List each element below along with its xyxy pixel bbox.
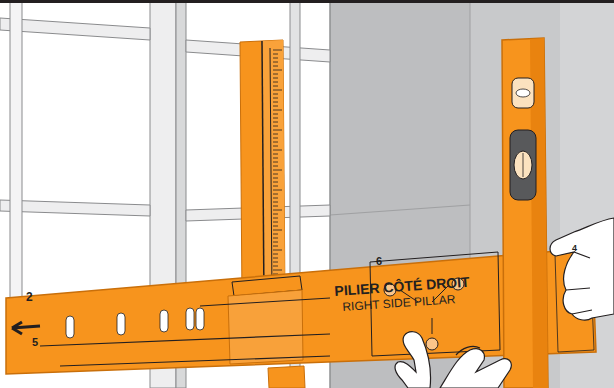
ruler-tick [273, 142, 278, 143]
ruler-tick [273, 206, 278, 207]
spirit-level [502, 38, 548, 388]
ruler-tick [273, 214, 278, 215]
ruler-tick [273, 174, 278, 175]
ruler-tick [273, 170, 282, 171]
ruler-tick [273, 254, 278, 255]
ruler-tick [273, 210, 282, 211]
ruler-tick [273, 162, 278, 163]
ruler-tick [273, 226, 278, 227]
ruler-tick [273, 134, 278, 135]
ruler-tick [273, 86, 278, 87]
ruler-tick [273, 78, 278, 79]
ruler-tick [273, 146, 278, 147]
ruler-tick [273, 230, 282, 231]
ruler-tick [273, 262, 278, 263]
ruler-tick [273, 270, 282, 271]
ruler-tick [273, 102, 278, 103]
ruler-tick [273, 82, 278, 83]
ruler-tick [273, 126, 278, 127]
ruler-tick [273, 66, 278, 67]
ruler-tick [273, 122, 278, 123]
frame-top [0, 0, 614, 3]
step-number: 6 [376, 255, 382, 267]
ruler-tick [273, 158, 278, 159]
ruler-tick [273, 246, 278, 247]
ruler-tick [273, 98, 278, 99]
ruler-tick [273, 178, 278, 179]
ruler-tick [273, 150, 282, 151]
ruler-tick [273, 138, 278, 139]
panel-seam [330, 205, 470, 215]
ruler-tick [273, 166, 278, 167]
ruler-tick [273, 202, 278, 203]
ruler-tick [273, 182, 278, 183]
step-number: 4 [572, 244, 577, 254]
ruler-tick [273, 58, 278, 59]
ruler-tick [273, 186, 278, 187]
ruler-tick [273, 222, 278, 223]
ruler-tick [273, 266, 278, 267]
ruler-tick [273, 190, 282, 191]
ruler-tick [273, 50, 282, 51]
ruler-tick [273, 70, 282, 71]
ruler-tick [273, 154, 278, 155]
ruler-tick [273, 110, 282, 111]
ruler-tick [273, 62, 278, 63]
step-number: 2 [26, 291, 33, 304]
ruler-tick [273, 194, 278, 195]
ruler-tick [273, 54, 278, 55]
ruler-tick [273, 218, 278, 219]
ruler-tick [273, 114, 278, 115]
ruler-tick [273, 234, 278, 235]
ruler-tick [273, 74, 278, 75]
ruler-tick [273, 130, 282, 131]
ruler-tick [273, 90, 282, 91]
ruler-tick [273, 238, 278, 239]
ruler-tick [273, 94, 278, 95]
ruler-tick [273, 106, 278, 107]
ruler-tick [273, 118, 278, 119]
ruler-tick [273, 242, 278, 243]
ruler-tick [273, 198, 278, 199]
step-number: 5 [32, 336, 38, 348]
ruler-tick [273, 250, 282, 251]
ruler-tick [273, 258, 278, 259]
